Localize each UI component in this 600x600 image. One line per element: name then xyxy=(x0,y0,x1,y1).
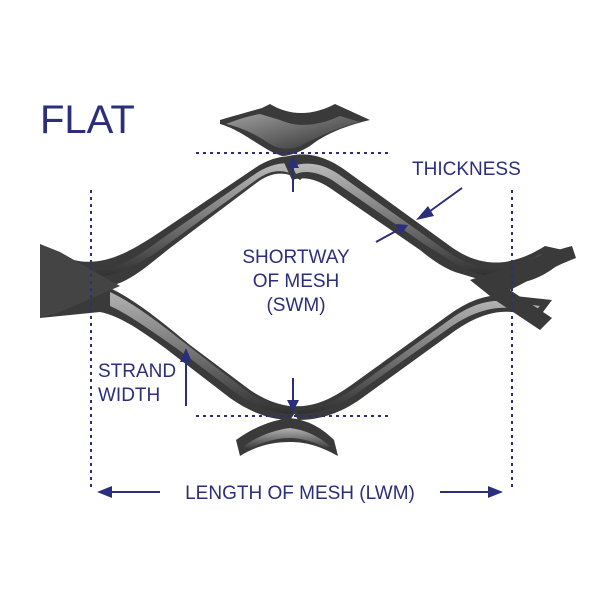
strand-width-arrow xyxy=(180,348,192,406)
swm-bottom-arrow xyxy=(287,378,299,412)
swm-top-arrow xyxy=(287,156,299,192)
diagram-title: FLAT xyxy=(40,98,135,142)
lwm-left-arrow xyxy=(97,486,160,498)
mesh-strands xyxy=(40,104,576,456)
length-of-mesh-label: LENGTH OF MESH (LWM) xyxy=(185,483,415,504)
strand-left-outer xyxy=(40,244,120,318)
shortway-label-line3: (SWM) xyxy=(266,295,325,316)
strand-right-outer xyxy=(470,246,576,330)
thickness-arrow xyxy=(416,187,463,220)
shortway-label-line1: SHORTWAY xyxy=(242,247,350,268)
thickness-label: THICKNESS xyxy=(412,159,521,180)
strand-width-label-line2: WIDTH xyxy=(98,385,160,406)
shortway-label-line2: OF MESH xyxy=(253,271,340,292)
shortway-pointer-arrow xyxy=(375,224,408,243)
lwm-right-arrow xyxy=(440,486,503,498)
strand-width-label-line1: STRAND xyxy=(98,361,176,382)
